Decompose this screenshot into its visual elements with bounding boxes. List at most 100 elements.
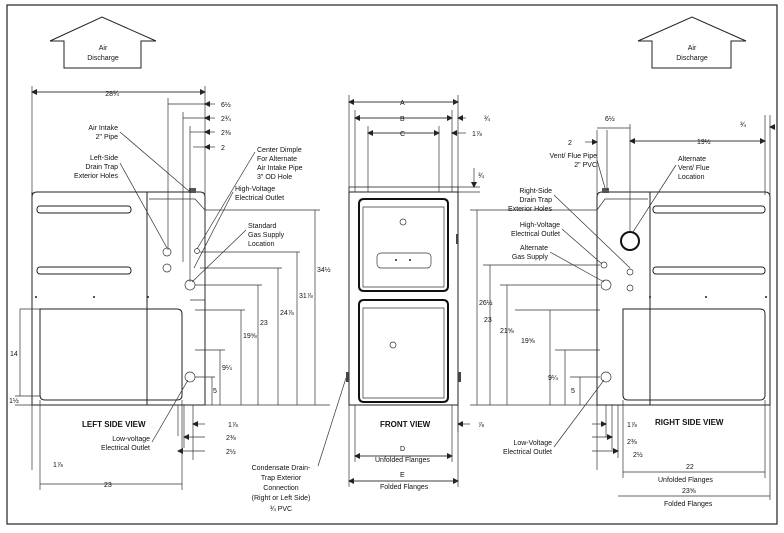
label-gas-supply-l1: Standard <box>248 223 277 230</box>
dim-front-1-875: 1⅞ <box>472 131 482 138</box>
label-right-drain-l1: Right-Side <box>519 188 552 195</box>
label-left-hv-l1: High-Voltage <box>235 186 275 193</box>
left-side-view-title: LEFT SIDE VIEW <box>82 420 146 429</box>
dim-right-23: 23 <box>484 317 492 324</box>
right-side-view <box>596 188 771 406</box>
dim-right-9-25: 9¼ <box>548 375 558 382</box>
label-center-dimple-l3: Air Intake Pipe <box>257 165 303 172</box>
label-center-dimple-l1: Center Dimple <box>257 147 302 154</box>
label-left-lv-l2: Electrical Outlet <box>101 445 150 452</box>
air-discharge-left-line2: Discharge <box>87 55 119 62</box>
dim-right-b-2-5: 2½ <box>633 451 643 459</box>
front-view-title: FRONT VIEW <box>380 420 431 429</box>
dim-left-b-2-5: 2½ <box>226 448 236 456</box>
dim-right-19-625: 19⅝ <box>521 338 535 345</box>
dim-front-E: E <box>400 472 405 479</box>
dim-front-0-75: ¾ <box>484 116 490 123</box>
air-discharge-arrow-right: Air Discharge <box>637 16 747 69</box>
front-view-dimensions: A B C ¾ 1⅞ ¾ ⅞ D Unfolded Flanges E Fo <box>348 95 490 491</box>
dim-front-A: A <box>400 100 405 107</box>
dim-left-width: 28¾ <box>105 91 119 98</box>
label-left-drain-l2: Drain Trap <box>85 164 118 171</box>
air-discharge-arrow-left: Air Discharge <box>49 16 157 69</box>
dim-right-5: 5 <box>571 388 575 395</box>
right-side-view-title: RIGHT SIDE VIEW <box>655 418 724 427</box>
label-condensate-l5: ¾ PVC <box>270 506 292 513</box>
dim-left-b-1-875: 1⅞ <box>228 422 238 429</box>
dim-front-0-75-side: ¾ <box>478 173 484 180</box>
dim-right-b-22-label: Unfolded Flanges <box>658 477 713 484</box>
label-air-intake-l2: 2" Pipe <box>96 134 118 141</box>
dim-front-E-label: Folded Flanges <box>380 484 429 491</box>
label-center-dimple-l4: 3" OD Hole <box>257 174 292 181</box>
label-vent-l1: Vent/ Flue Pipe <box>550 153 598 160</box>
dim-left-b-23: 23 <box>104 482 112 489</box>
label-condensate-l2: Trap Exterior <box>261 475 302 482</box>
label-left-lv-l1: Low-voltage <box>112 436 150 443</box>
label-gas-supply-l2: Gas Supply <box>248 232 285 239</box>
air-discharge-right-line1: Air <box>688 45 697 52</box>
label-vent-l2: 2" PVC <box>574 162 597 169</box>
dim-front-D: D <box>400 446 405 453</box>
dim-left-b-1-875-left: 1⅞ <box>53 462 63 469</box>
dim-right-2: 2 <box>568 140 572 147</box>
left-view-dimensions: 28¾ 6½ 2¾ 2⅜ 2 34½ 31⅞ 24⅞ 23 <box>9 86 331 490</box>
dim-left-31-875: 31⅞ <box>299 293 313 300</box>
label-right-hv-l2: Electrical Outlet <box>511 231 560 238</box>
label-left-drain-l1: Left-Side <box>90 155 118 162</box>
dim-front-0-875: ⅞ <box>478 422 484 429</box>
dim-left-2-75: 2¾ <box>221 116 231 123</box>
dim-right-b-1-875: 1⅞ <box>627 422 637 429</box>
label-right-drain-l2: Drain Trap <box>519 197 552 204</box>
label-gas-supply-l3: Location <box>248 241 275 248</box>
dim-left-b-2-375: 2⅜ <box>226 435 236 442</box>
dim-left-19-625: 19⅝ <box>243 333 257 340</box>
front-view-labels: FRONT VIEW Condensate Drain- Trap Exteri… <box>252 377 431 513</box>
dim-front-D-label: Unfolded Flanges <box>375 457 430 464</box>
label-condensate-l1: Condensate Drain- <box>252 465 311 472</box>
left-side-view <box>31 188 206 406</box>
dim-left-14: 14 <box>10 351 18 358</box>
dim-left-24-875: 24⅞ <box>280 310 294 317</box>
dim-left-9-25: 9¼ <box>222 365 232 372</box>
label-left-drain-l3: Exterior Holes <box>74 173 118 180</box>
dim-right-6-5: 6½ <box>605 115 615 123</box>
dim-right-26-5: 26½ <box>479 299 493 307</box>
dim-right-19-5: 19½ <box>697 138 711 146</box>
label-alt-vent-l3: Location <box>678 174 705 181</box>
dim-left-34-5: 34½ <box>317 266 331 274</box>
label-condensate-l3: Connection <box>263 485 299 492</box>
left-view-labels: LEFT SIDE VIEW Air Intake 2" Pipe Left-S… <box>74 125 303 452</box>
right-view-dimensions: 2 6½ ¾ 19½ 26½ 23 21⅝ 19⅝ 9¼ 5 <box>470 115 775 508</box>
label-right-lv-l2: Electrical Outlet <box>503 449 552 456</box>
label-air-intake-l1: Air Intake <box>88 125 118 132</box>
label-right-drain-l3: Exterior Holes <box>508 206 552 213</box>
label-right-lv-l1: Low-Voltage <box>513 440 552 447</box>
air-discharge-right-line2: Discharge <box>676 55 708 62</box>
right-view-labels: RIGHT SIDE VIEW Vent/ Flue Pipe 2" PVC A… <box>503 153 724 456</box>
dim-right-b-23-625: 23⅝ <box>682 488 696 495</box>
dim-left-23: 23 <box>260 320 268 327</box>
label-center-dimple-l2: For Alternate <box>257 156 297 163</box>
label-alt-vent-l1: Alternate <box>678 156 706 163</box>
diagram-border <box>6 4 778 525</box>
label-alt-gas-l1: Alternate <box>520 245 548 252</box>
dim-right-21-625: 21⅝ <box>500 328 514 335</box>
front-view <box>346 186 461 406</box>
label-alt-vent-l2: Vent/ Flue <box>678 165 710 172</box>
dim-left-2-375: 2⅜ <box>221 130 231 137</box>
dim-right-b-22: 22 <box>686 464 694 471</box>
label-left-hv-l2: Electrical Outlet <box>235 195 284 202</box>
air-discharge-left-line1: Air <box>99 45 108 52</box>
dim-front-C: C <box>400 131 405 138</box>
label-alt-gas-l2: Gas Supply <box>512 254 549 261</box>
dim-left-6-5: 6½ <box>221 101 231 109</box>
dim-left-5: 5 <box>213 388 217 395</box>
dim-right-0-75: ¾ <box>740 122 746 129</box>
dim-left-1-5: 1½ <box>9 397 19 405</box>
dim-right-b-23-625-label: Folded Flanges <box>664 501 713 508</box>
dim-front-B: B <box>400 116 405 123</box>
dim-right-b-2-375: 2⅜ <box>627 439 637 446</box>
label-condensate-l4: (Right or Left Side) <box>252 495 311 502</box>
